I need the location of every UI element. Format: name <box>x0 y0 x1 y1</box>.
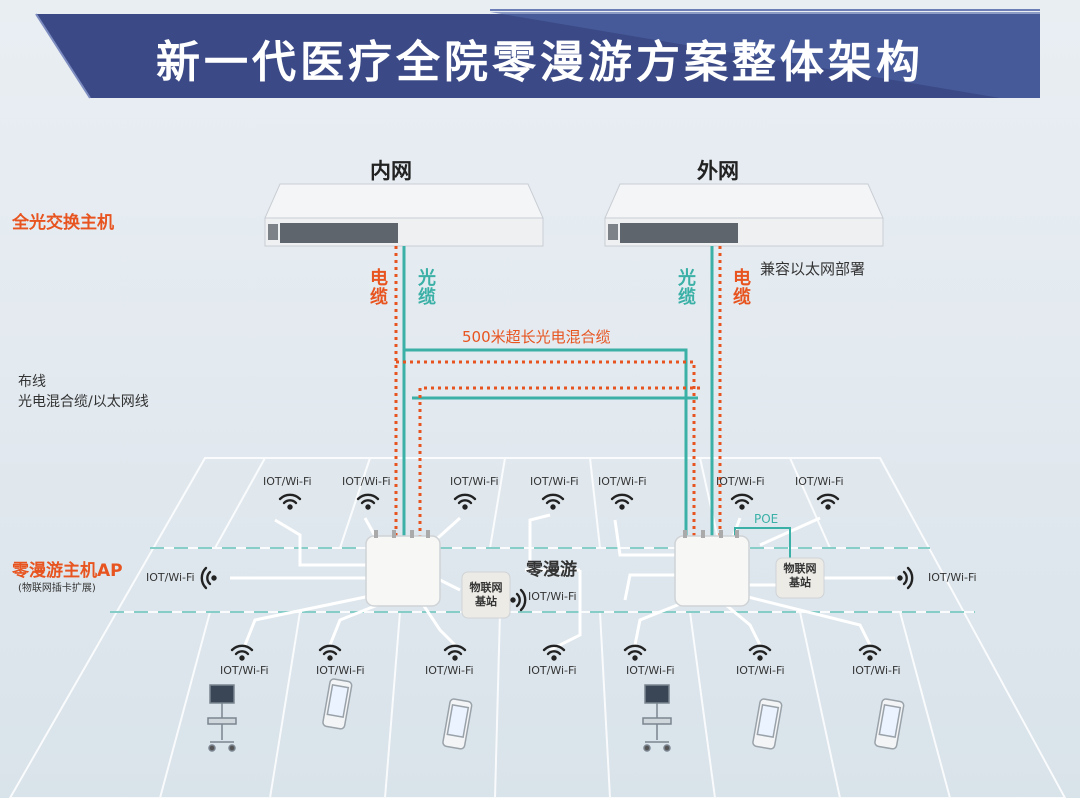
optical-cable-label-right: 光缆 <box>675 268 696 306</box>
iot-wifi-label: IOT/Wi-Fi <box>342 475 391 488</box>
ethernet-compat-label: 兼容以太网部署 <box>760 260 866 278</box>
iot-station-label-right: 物联网基站 <box>783 562 817 589</box>
iot-wifi-label: IOT/Wi-Fi <box>220 664 269 677</box>
switch-host-label: 全光交换主机 <box>12 213 114 233</box>
inner-net-label: 内网 <box>370 159 412 183</box>
iot-wifi-label: IOT/Wi-Fi <box>263 475 312 488</box>
iot-wifi-label: IOT/Wi-Fi <box>626 664 675 677</box>
iot-wifi-label: IOT/Wi-Fi <box>528 590 577 603</box>
poe-label: POE <box>754 512 779 526</box>
optical-cable-label-left: 光缆 <box>415 268 436 306</box>
ap-host-left <box>365 530 441 607</box>
electric-cable-label-left: 电缆 <box>367 268 388 306</box>
pda-devices <box>322 678 905 750</box>
iot-wifi-label: IOT/Wi-Fi <box>928 571 977 584</box>
zero-roam-label: 零漫游 <box>526 560 577 580</box>
iot-wifi-label: IOT/Wi-Fi <box>795 475 844 488</box>
wiring-desc: 光电混合缆/以太网线 <box>18 394 149 410</box>
iot-wifi-label: IOT/Wi-Fi <box>450 475 499 488</box>
outer-net-label: 外网 <box>697 159 739 183</box>
floor-plan <box>8 457 1067 798</box>
page-title: 新一代医疗全院零漫游方案整体架构 <box>156 37 924 88</box>
electric-cable-label-right: 电缆 <box>730 268 751 306</box>
iot-station-label-left: 物联网基站 <box>469 581 503 608</box>
iot-station-right <box>775 557 825 599</box>
iot-wifi-label: IOT/Wi-Fi <box>425 664 474 677</box>
iot-wifi-label: IOT/Wi-Fi <box>146 571 195 584</box>
iot-wifi-label: IOT/Wi-Fi <box>316 664 365 677</box>
iot-wifi-label: IOT/Wi-Fi <box>598 475 647 488</box>
iot-wifi-label: IOT/Wi-Fi <box>852 664 901 677</box>
iot-wifi-label: IOT/Wi-Fi <box>528 664 577 677</box>
iot-wifi-label: IOT/Wi-Fi <box>530 475 579 488</box>
hybrid-cable-label: 500米超长光电混合缆 <box>462 328 611 346</box>
wiring-title: 布线 <box>18 374 46 390</box>
title-banner <box>35 9 1040 99</box>
switch-left <box>264 183 544 247</box>
iot-station-left <box>461 571 511 619</box>
ap-host-right <box>674 530 750 607</box>
iot-wifi-label: IOT/Wi-Fi <box>736 664 785 677</box>
wifi-icons <box>200 493 914 661</box>
iot-wifi-label: IOT/Wi-Fi <box>716 475 765 488</box>
ap-host-sub-label: (物联网插卡扩展) <box>18 583 96 594</box>
medical-cart-left <box>207 684 237 752</box>
switch-right <box>604 183 884 247</box>
medical-cart-right <box>642 684 672 752</box>
ap-host-label: 零漫游主机AP <box>12 561 123 581</box>
